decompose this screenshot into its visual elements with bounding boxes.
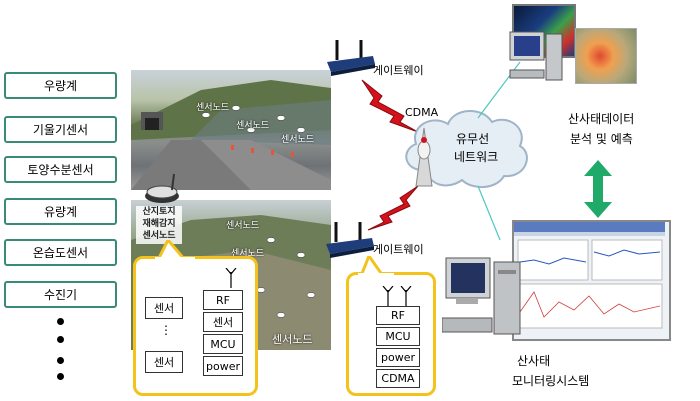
sensor-item-tilt: 기울기센서 <box>4 116 117 143</box>
mcu-chip: MCU <box>203 334 243 354</box>
dual-antenna-icon <box>382 286 412 306</box>
node-label: 센서노드 <box>226 221 260 231</box>
desktop-computer-icon <box>509 31 563 81</box>
cdma-chip: CDMA <box>376 369 420 388</box>
sensor-item-flow-meter: 유량계 <box>4 198 117 225</box>
wireless-link-bolt-icon <box>367 185 419 231</box>
node-label: 센서노드 <box>196 103 230 113</box>
network-cloud-icon <box>405 109 528 188</box>
node-label: 센서노드 <box>281 135 315 145</box>
ellipsis-dot <box>57 373 64 380</box>
road-slope-photo: 센서노드 센서노드 센서노드 <box>131 70 331 190</box>
cdma-label: CDMA <box>405 106 439 119</box>
analysis-label-line2: 분석 및 예측 <box>570 132 633 146</box>
gateway-label-bottom: 게이트웨이 <box>373 243 424 256</box>
router-icon <box>327 40 375 76</box>
sign-line: 산지토지 <box>142 207 176 217</box>
sensor-chip: 센서 <box>145 297 183 319</box>
sensor-chip: 센서 <box>145 351 183 373</box>
system-label-line1: 산사태 <box>517 354 551 368</box>
landslide-map <box>575 28 637 84</box>
cloud-label-line1: 유무선 <box>456 132 490 146</box>
ellipsis-dot <box>57 336 64 343</box>
system-label-line2: 모니터링시스템 <box>512 374 590 388</box>
sensor-chip: 센서 <box>203 312 243 332</box>
rf-chip: RF <box>203 290 243 310</box>
callout-pointer <box>155 240 195 262</box>
gateway-label-top: 게이트웨이 <box>373 64 424 77</box>
sensor-node-device-icon <box>145 173 179 203</box>
sensor-item-seismometer: 수진기 <box>4 281 117 308</box>
analysis-label-line1: 산사태데이터 <box>568 112 635 126</box>
cloud-label-line2: 네트워크 <box>454 150 499 164</box>
node-label: 센서노드 <box>231 249 265 259</box>
mcu-chip: MCU <box>376 327 420 346</box>
ellipsis-dot <box>57 357 64 364</box>
sensor-item-temp-humidity: 온습도센서 <box>4 239 117 266</box>
antenna-icon <box>225 268 237 288</box>
sensor-item-soil-moisture: 토양수분센서 <box>4 156 117 183</box>
rf-chip: RF <box>376 306 420 325</box>
vertical-ellipsis: ⋮ <box>160 323 172 337</box>
callout-pointer <box>358 256 394 278</box>
router-icon <box>326 222 374 258</box>
desktop-computer-icon <box>442 257 521 335</box>
power-chip: power <box>376 348 420 367</box>
node-label: 센서노드 <box>236 121 270 131</box>
sign-line: 재해감지 <box>142 219 176 229</box>
ellipsis-dot <box>57 318 64 325</box>
sensor-sign: 산지토지 재해감지 센서노드 <box>136 206 182 244</box>
sign-line: 센서노드 <box>142 231 176 241</box>
cdma-tower-icon <box>415 127 433 187</box>
monitoring-screen <box>512 220 671 341</box>
sensor-item-rain-gauge: 우량계 <box>4 72 117 99</box>
power-chip: power <box>203 356 243 376</box>
sensor-node-photo-label: 센서노드 <box>272 333 313 346</box>
bidirectional-arrow-icon <box>584 160 612 218</box>
